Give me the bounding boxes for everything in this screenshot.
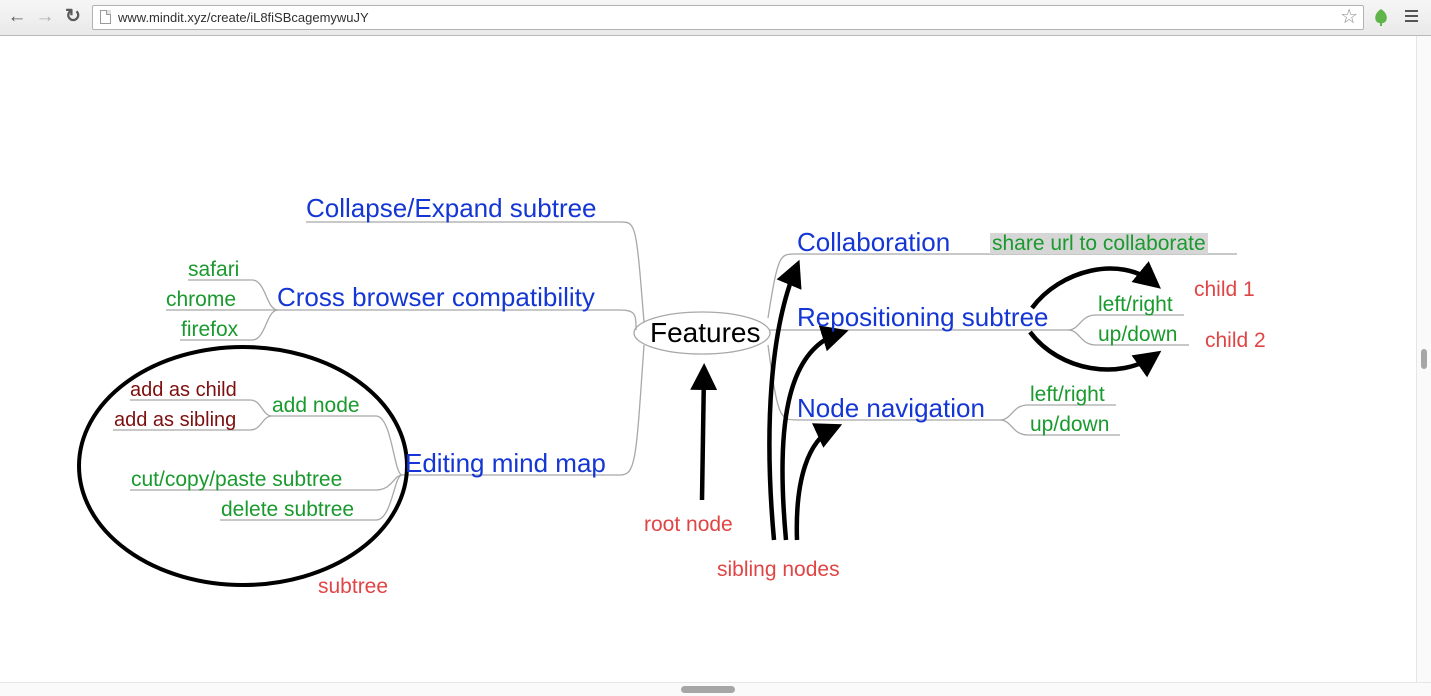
forward-arrow-icon[interactable]: → — [35, 6, 55, 27]
node-firefox[interactable]: firefox — [181, 318, 239, 341]
root-node-ellipse — [633, 311, 771, 355]
bookmark-star-icon[interactable]: ☆ — [1340, 6, 1358, 28]
browser-toolbar: ← → ↻ www.mindit.xyz/create/iL8fiSBcagem… — [0, 0, 1431, 36]
node-add-node[interactable]: add node — [272, 394, 360, 417]
node-cut-copy-paste-subtree[interactable]: cut/copy/paste subtree — [131, 468, 343, 491]
node-add-as-sibling[interactable]: add as sibling — [114, 409, 237, 431]
node-navigation-left-right[interactable]: left/right — [1030, 383, 1105, 406]
node-repositioning-left-right[interactable]: left/right — [1098, 293, 1173, 316]
node-repositioning-subtree[interactable]: Repositioning subtree — [797, 302, 1049, 332]
child1-arrow — [1030, 261, 1161, 310]
subtree-circle — [77, 345, 409, 587]
menu-icon[interactable] — [1405, 10, 1419, 24]
sibling-arrow-collaboration — [767, 259, 802, 541]
node-delete-subtree[interactable]: delete subtree — [221, 498, 355, 521]
vertical-scroll-thumb[interactable] — [1421, 349, 1427, 369]
horizontal-scrollbar[interactable] — [0, 682, 1431, 696]
annotation-subtree: subtree — [318, 575, 389, 598]
annotation-child-1: child 1 — [1194, 278, 1255, 301]
node-safari[interactable]: safari — [188, 258, 240, 281]
node-collaboration[interactable]: Collaboration — [797, 227, 951, 257]
node-cross-browser-compatibility[interactable]: Cross browser compatibility — [277, 282, 595, 312]
annotation-root-node: root node — [644, 513, 733, 536]
node-editing-mind-map[interactable]: Editing mind map — [405, 448, 606, 478]
annotation-child-2: child 2 — [1205, 329, 1266, 352]
horizontal-scroll-thumb[interactable] — [681, 686, 735, 693]
extension-leaf-icon[interactable] — [1374, 9, 1388, 26]
url-text[interactable]: www.mindit.xyz/create/iL8fiSBcagemywuJY — [118, 10, 369, 25]
node-chrome[interactable]: chrome — [166, 288, 237, 311]
annotation-sibling-nodes: sibling nodes — [717, 558, 840, 581]
sibling-arrow-repositioning — [780, 325, 849, 541]
node-collapse-expand-subtree[interactable]: Collapse/Expand subtree — [306, 193, 597, 223]
root-node[interactable]: Features — [650, 317, 761, 348]
vertical-scrollbar[interactable] — [1416, 36, 1431, 682]
annotation-arrows — [690, 259, 1162, 541]
sibling-arrow-navigation — [794, 423, 843, 541]
address-bar[interactable]: www.mindit.xyz/create/iL8fiSBcagemywuJY … — [92, 5, 1364, 30]
reload-icon[interactable]: ↻ — [65, 6, 81, 27]
page-icon — [100, 10, 111, 24]
root-node-arrow — [690, 363, 718, 501]
child2-arrow — [1028, 330, 1162, 378]
node-navigation-up-down[interactable]: up/down — [1030, 413, 1110, 436]
back-arrow-icon[interactable]: ← — [7, 6, 27, 27]
node-share-url-to-collaborate[interactable]: share url to collaborate — [990, 232, 1208, 255]
node-node-navigation[interactable]: Node navigation — [797, 393, 985, 423]
node-add-as-child[interactable]: add as child — [130, 379, 237, 401]
node-repositioning-up-down[interactable]: up/down — [1098, 323, 1178, 346]
